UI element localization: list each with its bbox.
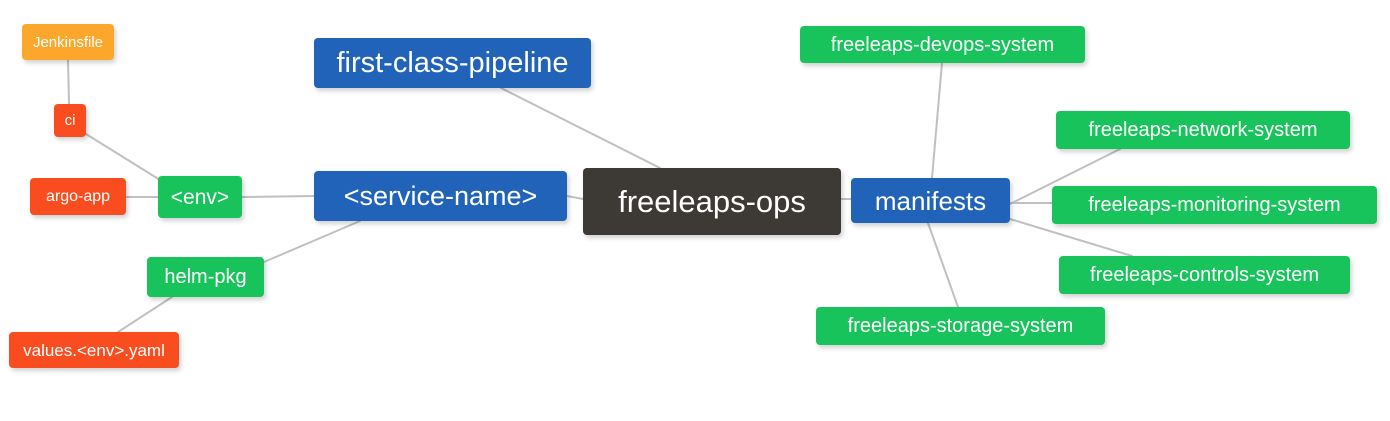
- edge-first-class-pipeline-to-freeleaps-ops: [500, 87, 661, 169]
- node-label: first-class-pipeline: [336, 46, 569, 79]
- node-jenkinsfile[interactable]: Jenkinsfile: [22, 24, 114, 60]
- node-label: freeleaps-storage-system: [847, 315, 1074, 337]
- node-label: helm-pkg: [164, 266, 247, 288]
- node-label: Jenkinsfile: [32, 33, 104, 51]
- node-label: freeleaps-devops-system: [830, 33, 1055, 56]
- node-label: values.<env>.yaml: [23, 340, 165, 360]
- node-freeleaps-devops-system[interactable]: freeleaps-devops-system: [800, 26, 1085, 63]
- node-freeleaps-ops[interactable]: freeleaps-ops: [583, 168, 841, 235]
- edge-env-to-service-name: [241, 195, 315, 198]
- node-label: manifests: [874, 185, 987, 216]
- edge-manifests-to-freeleaps-devops-system: [931, 62, 943, 179]
- node-label: <env>: [170, 185, 230, 209]
- node-label: freeleaps-network-system: [1088, 119, 1318, 141]
- node-label: <service-name>: [343, 180, 538, 211]
- edge-manifests-to-freeleaps-controls-system: [1009, 218, 1133, 257]
- node-helm-pkg[interactable]: helm-pkg: [147, 257, 264, 297]
- node-label: freeleaps-controls-system: [1090, 264, 1319, 286]
- node-ci[interactable]: ci: [54, 104, 86, 137]
- node-env[interactable]: <env>: [158, 176, 242, 218]
- edge-helm-pkg-to-values-yaml: [117, 296, 173, 333]
- edge-service-name-to-freeleaps-ops: [566, 195, 584, 200]
- node-freeleaps-storage-system[interactable]: freeleaps-storage-system: [816, 307, 1105, 345]
- node-label: argo-app: [45, 187, 111, 205]
- node-values-yaml[interactable]: values.<env>.yaml: [9, 332, 179, 368]
- node-first-class-pipeline[interactable]: first-class-pipeline: [314, 38, 591, 88]
- edge-ci-to-env: [85, 133, 161, 181]
- node-label: freeleaps-ops: [618, 184, 806, 219]
- node-label: ci: [64, 112, 76, 129]
- node-freeleaps-controls-system[interactable]: freeleaps-controls-system: [1059, 256, 1350, 294]
- edge-manifests-to-freeleaps-storage-system: [927, 222, 959, 308]
- node-freeleaps-network-system[interactable]: freeleaps-network-system: [1056, 111, 1350, 149]
- node-manifests[interactable]: manifests: [851, 178, 1010, 223]
- node-argo-app[interactable]: argo-app: [30, 178, 126, 215]
- node-service-name[interactable]: <service-name>: [314, 171, 567, 221]
- node-freeleaps-monitoring-system[interactable]: freeleaps-monitoring-system: [1052, 186, 1377, 224]
- node-label: freeleaps-monitoring-system: [1088, 194, 1341, 216]
- edge-service-name-to-helm-pkg: [263, 220, 361, 263]
- edge-jenkinsfile-to-ci: [67, 59, 70, 105]
